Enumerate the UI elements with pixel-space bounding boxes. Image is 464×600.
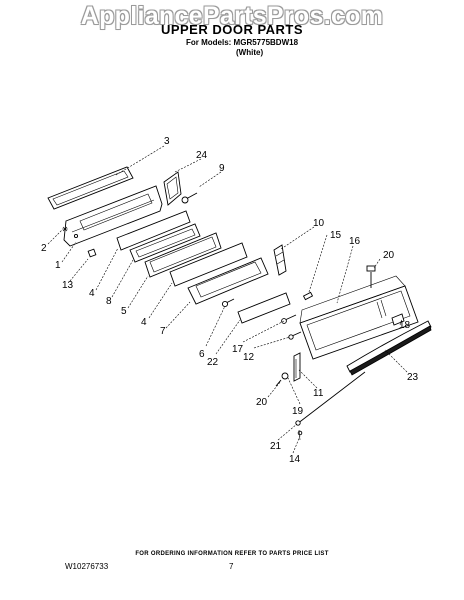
callout-21: 21 [270, 441, 282, 452]
callout-12: 12 [243, 352, 255, 363]
part-5-inner-glass [144, 232, 222, 278]
callout-16: 16 [349, 236, 361, 247]
callout-13: 13 [62, 280, 74, 291]
callout-19: 19 [292, 406, 304, 417]
part-16-outer-door-panel [299, 275, 419, 360]
ordering-note: FOR ORDERING INFORMATION REFER TO PARTS … [135, 551, 329, 557]
part-21-rod [295, 371, 366, 441]
part-7-door-liner [187, 257, 269, 305]
callout-23: 23 [407, 372, 419, 383]
callout-11: 11 [313, 388, 324, 399]
part-17-screw [281, 314, 297, 324]
document-number: W10276733 [65, 562, 109, 571]
part-4-glass-pane-lower [169, 242, 248, 287]
callout-15: 15 [330, 230, 342, 241]
part-15-pin [302, 291, 314, 301]
color-line: (White) [236, 48, 264, 57]
callout-22: 22 [207, 357, 219, 368]
part-13-insulation [87, 248, 97, 258]
part-10-hinge-arm [273, 244, 287, 276]
page-title: UPPER DOOR PARTS [160, 22, 304, 37]
callout-2: 2 [41, 243, 47, 254]
leader-lines [47, 145, 408, 454]
part-20-screw-upper [366, 265, 376, 288]
callout-4-upper: 4 [89, 288, 95, 299]
callout-14: 14 [289, 454, 301, 465]
part-4-glass-pane-upper [116, 210, 191, 251]
callout-5: 5 [121, 306, 127, 317]
part-2-clip [62, 226, 68, 232]
watermark: AppliancePartsPros.com [80, 2, 384, 30]
part-8-glass-pack [129, 223, 201, 263]
part-23-handle [346, 320, 432, 376]
callout-20-lower: 20 [256, 397, 268, 408]
callout-20-upper: 20 [383, 250, 395, 261]
callout-17: 17 [232, 344, 244, 355]
part-11-trim [293, 352, 301, 382]
callout-8: 8 [106, 296, 112, 307]
part-6-screw [221, 298, 235, 308]
callout-9: 9 [219, 163, 225, 174]
part-20-screw-lower [275, 372, 289, 387]
part-12-screw [288, 331, 302, 340]
callout-24: 24 [196, 150, 208, 161]
part-9-screw [181, 192, 198, 204]
callout-10: 10 [313, 218, 325, 229]
callout-7: 7 [160, 326, 166, 337]
callout-3: 3 [164, 136, 170, 147]
part-3-gasket [47, 166, 134, 210]
callout-18: 18 [399, 320, 411, 331]
part-24-hinge-bracket [163, 171, 182, 206]
part-22-glass [237, 292, 291, 324]
callout-6: 6 [199, 349, 205, 360]
part-1-inner-door-frame [63, 185, 163, 247]
callout-labels: 3 24 9 2 1 13 4 8 5 4 7 10 15 16 20 18 6… [41, 136, 419, 465]
models-line: For Models: MGR5775BDW18 [186, 38, 299, 47]
callout-1: 1 [55, 260, 61, 271]
callout-4-lower: 4 [141, 317, 147, 328]
page-number: 7 [229, 562, 234, 571]
part-18-end-cap [391, 313, 405, 326]
